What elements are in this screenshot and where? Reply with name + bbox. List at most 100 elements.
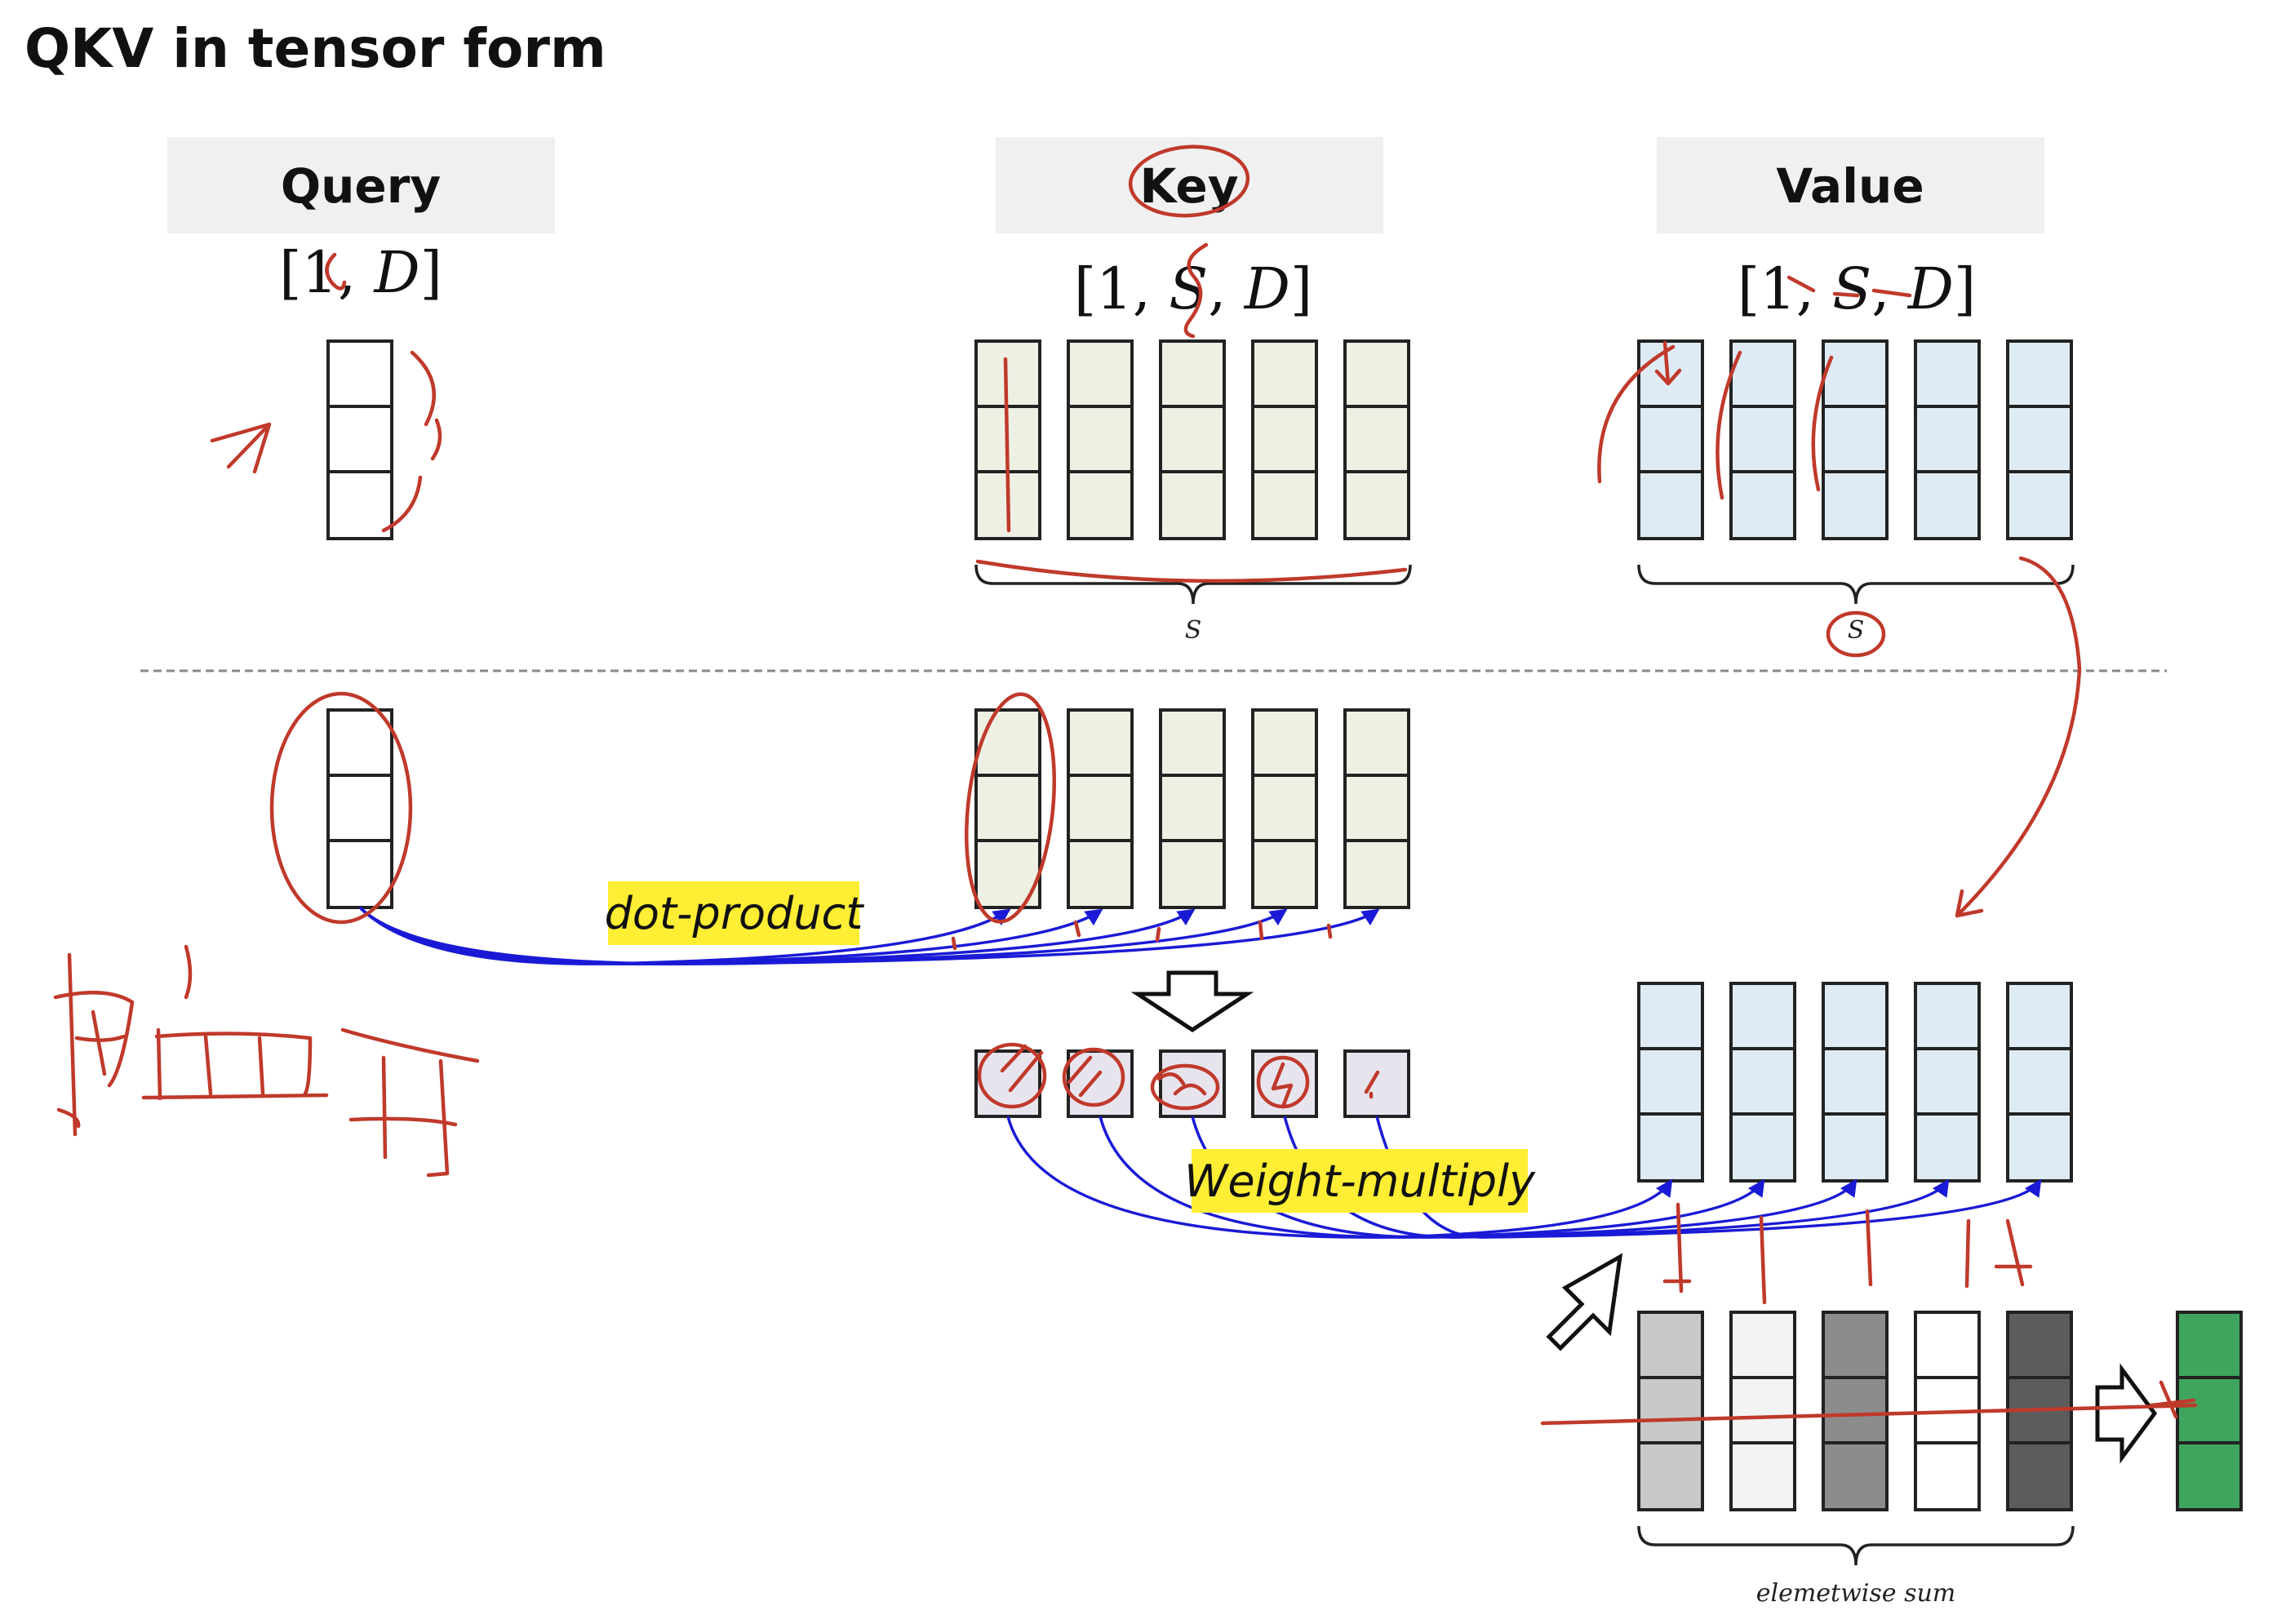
key-vector-5-cell xyxy=(1343,839,1410,909)
value-vector-4-cell xyxy=(1914,470,1981,540)
value-vector-4-cell xyxy=(1914,1047,1981,1116)
weight-multiply-label: Weight-multiply xyxy=(1184,1149,1536,1213)
value-vector-5-cell xyxy=(2006,470,2073,540)
value-vector-1-cell xyxy=(1637,339,1704,408)
key-vector-5-cell xyxy=(1343,339,1410,408)
value-vector-1-cell xyxy=(1637,1047,1704,1116)
weighted-vector-3-cell xyxy=(1822,1311,1889,1379)
value-header: Value xyxy=(1657,137,2044,233)
svg-text:dot-product: dot-product xyxy=(605,888,865,939)
dot-product-label: dot-product xyxy=(605,881,865,945)
key-vector-5-cell xyxy=(1343,708,1410,777)
key-header: Key xyxy=(996,137,1383,233)
key-vector-4-cell xyxy=(1251,839,1318,909)
value-vectors-top xyxy=(1637,339,2073,540)
key-vector-4-cell xyxy=(1251,774,1318,842)
key-vector-3-cell xyxy=(1159,839,1226,909)
key-vector-4-cell xyxy=(1251,470,1318,540)
down-arrow xyxy=(1130,970,1254,1032)
value-vector-4-cell xyxy=(1914,982,1981,1050)
query-header-label: Query xyxy=(281,158,441,214)
key-brace xyxy=(974,564,1412,605)
value-vector-4-cell xyxy=(1914,405,1981,473)
key-vector-1-cell xyxy=(974,774,1041,842)
value-vector-4-cell xyxy=(1914,1112,1981,1183)
key-vector-4-cell xyxy=(1251,405,1318,473)
value-vector-3-cell xyxy=(1822,405,1889,473)
value-shape: [1, S, D] xyxy=(1738,255,1976,322)
value-header-label: Value xyxy=(1776,158,1924,214)
value-vector-2-cell xyxy=(1729,1047,1796,1116)
key-vector-2-cell xyxy=(1067,470,1134,540)
weighted-vector-3-cell xyxy=(1822,1441,1889,1511)
key-shape: [1, S, D] xyxy=(1074,255,1312,322)
key-vector-3-cell xyxy=(1159,774,1226,842)
key-vector-2-cell xyxy=(1067,339,1134,408)
value-brace-label: S xyxy=(1848,616,1865,645)
key-vector-3-cell xyxy=(1159,339,1226,408)
value-vector-5-cell xyxy=(2006,982,2073,1050)
output-vector xyxy=(2176,1311,2243,1511)
value-vector-4-cell xyxy=(1914,339,1981,408)
key-vectors-top xyxy=(974,339,1410,540)
weighted-vector-2-cell xyxy=(1729,1441,1796,1511)
key-vector-2-cell xyxy=(1067,405,1134,473)
weighted-vector-4-cell xyxy=(1914,1441,1981,1511)
key-vector-2-cell xyxy=(1067,708,1134,777)
weighted-value-vectors xyxy=(1637,1311,2073,1511)
handwritten-annotations xyxy=(53,144,2198,1426)
key-brace-label: S xyxy=(1185,616,1202,645)
key-vector-3-cell xyxy=(1159,405,1226,473)
svg-text:Weight-multiply: Weight-multiply xyxy=(1184,1156,1536,1207)
key-vector-5-cell xyxy=(1343,470,1410,540)
value-vector-3-cell xyxy=(1822,982,1889,1050)
query-shape: [1, D] xyxy=(279,239,442,306)
weighted-vector-1-cell xyxy=(1637,1311,1704,1379)
value-vector-5-cell xyxy=(2006,1112,2073,1183)
weighted-vector-5-cell xyxy=(2006,1311,2073,1379)
key-vector-3-cell xyxy=(1159,470,1226,540)
value-vector-1-cell xyxy=(1637,470,1704,540)
key-vector-3-cell xyxy=(1159,708,1226,777)
value-brace xyxy=(1637,564,2075,605)
key-vector-4-cell xyxy=(1251,708,1318,777)
value-vector-5-cell xyxy=(2006,339,2073,408)
weighted-vector-5-cell xyxy=(2006,1441,2073,1511)
weighted-vector-4-cell xyxy=(1914,1311,1981,1379)
weighted-vector-3-cell xyxy=(1822,1376,1889,1444)
weighted-vector-1-cell xyxy=(1637,1376,1704,1444)
value-vector-5-cell xyxy=(2006,1047,2073,1116)
value-vector-1-cell xyxy=(1637,405,1704,473)
value-vectors-bottom xyxy=(1637,982,2073,1183)
value-vector-1-cell xyxy=(1637,1112,1704,1183)
sum-arrow xyxy=(2095,1363,2158,1464)
key-vector-5-cell xyxy=(1343,405,1410,473)
key-vector-4-cell xyxy=(1251,339,1318,408)
value-vector-2-cell xyxy=(1729,982,1796,1050)
value-vector-3-cell xyxy=(1822,339,1889,408)
key-vector-5-cell xyxy=(1343,774,1410,842)
value-vector-2-cell xyxy=(1729,405,1796,473)
key-header-label: Key xyxy=(1139,158,1238,214)
value-vector-3-cell xyxy=(1822,1047,1889,1116)
elementwise-sum-label: elemetwise sum xyxy=(1756,1579,1955,1608)
score-cell-5 xyxy=(1343,1049,1410,1118)
sum-brace xyxy=(1637,1525,2075,1566)
value-vector-2-cell xyxy=(1729,470,1796,540)
weighted-vector-2-cell xyxy=(1729,1376,1796,1444)
weighted-vector-2-cell xyxy=(1729,1311,1796,1379)
key-vector-2-cell xyxy=(1067,774,1134,842)
key-vectors-bottom xyxy=(974,708,1410,909)
value-vector-3-cell xyxy=(1822,470,1889,540)
dot-product-arrows xyxy=(358,906,1380,965)
query-header: Query xyxy=(167,137,555,233)
value-vector-1-cell xyxy=(1637,982,1704,1050)
key-vector-1-cell xyxy=(974,708,1041,777)
key-vector-2-cell xyxy=(1067,839,1134,909)
page-title: QKV in tensor form xyxy=(24,17,606,80)
query-vector-top xyxy=(326,339,393,540)
weighted-vector-1-cell xyxy=(1637,1441,1704,1511)
value-vector-5-cell xyxy=(2006,405,2073,473)
dot-product-arrow-5 xyxy=(358,906,1380,965)
